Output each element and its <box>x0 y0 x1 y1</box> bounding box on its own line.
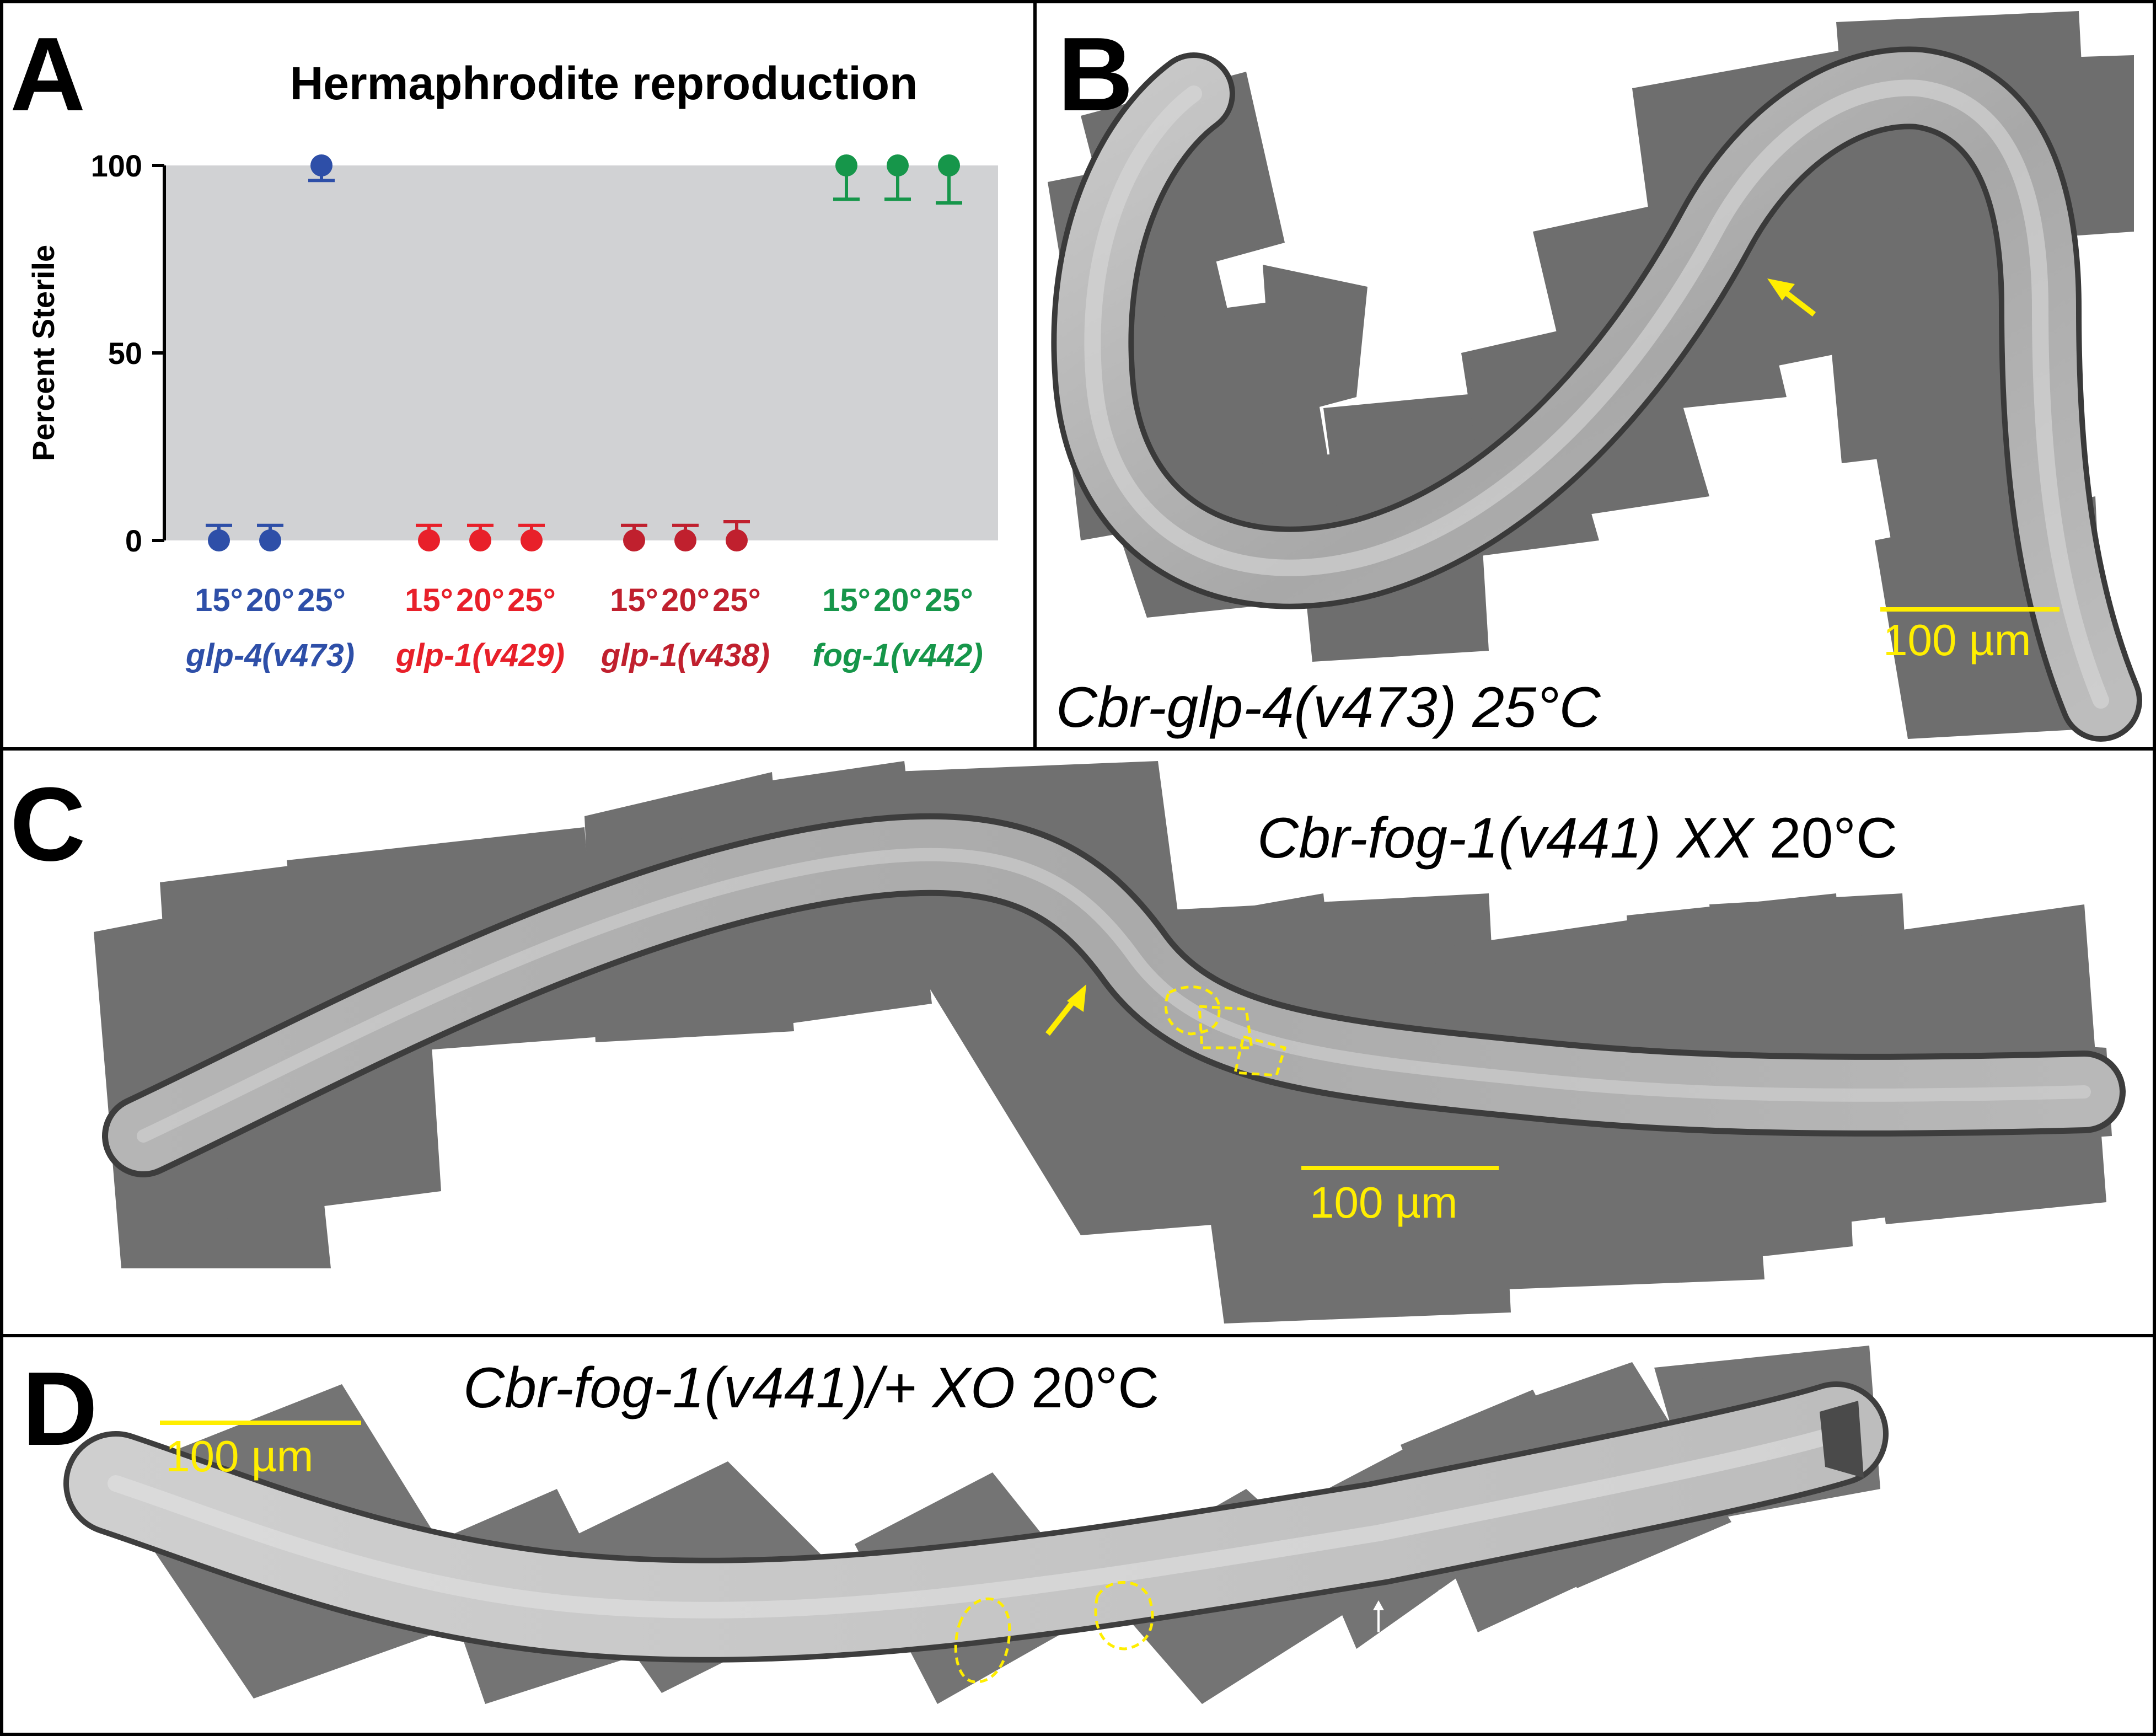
chart-title: Hermaphrodite reproduction <box>290 57 918 109</box>
panel-letter-c: C <box>10 766 85 883</box>
y-tick-label-50: 50 <box>108 336 142 371</box>
panel-c: 100 µm C Cbr-fog-1(v441) XX 20°C <box>10 761 2126 1324</box>
y-tick-label-100: 100 <box>91 148 142 183</box>
x-tick-label-glp-4-v473-20: 20° <box>246 582 294 618</box>
data-point-glp-4-v473-15 <box>208 529 230 551</box>
panel-a: A Hermaphrodite reproduction 0 50 100 Perc… <box>10 16 998 673</box>
caption-d-italic: Cbr-fog-1(v441)/+ XO <box>463 1356 1015 1420</box>
micrograph-c-worm <box>102 813 2126 1177</box>
panel-d: 100 µm D Cbr-fog-1(v441)/+ XO 20°C <box>22 1346 1889 1704</box>
arrow-b <box>1767 278 1816 317</box>
data-point-glp-1-v429-20 <box>469 529 491 551</box>
y-ticks: 0 50 100 <box>91 148 164 558</box>
caption-c: Cbr-fog-1(v441) XX 20°C <box>1257 806 1897 870</box>
data-point-glp-4-v473-20 <box>259 529 281 551</box>
micrograph-b-worm <box>1051 46 2142 742</box>
caption-c-plain: 20°C <box>1753 806 1897 870</box>
data-point-glp-1-v438-25 <box>726 529 748 551</box>
panel-letter-a: A <box>10 16 85 133</box>
x-tick-label-glp-1-v429-15: 15° <box>405 582 453 618</box>
group-labels: glp-4(v473) glp-1(v429) glp-1(v438) fog-1(v… <box>185 637 983 673</box>
x-tick-label-glp-4-v473-15: 15° <box>195 582 243 618</box>
x-tick-label-glp-1-v429-25: 25° <box>507 582 556 618</box>
micrograph-d-worm <box>63 1381 1889 1663</box>
group-label-glp-1-v429: glp-1(v429) <box>395 637 565 673</box>
caption-d: Cbr-fog-1(v441)/+ XO 20°C <box>463 1356 1159 1420</box>
cell-outlines-d <box>954 1580 1154 1684</box>
group-label-glp-1-v438: glp-1(v438) <box>600 637 770 673</box>
y-axis-label: Percent Sterile <box>26 245 61 461</box>
x-tick-label-glp-4-v473-25: 25° <box>297 582 346 618</box>
arrow-c <box>1045 984 1086 1036</box>
x-tick-label-fog-1-v442-20: 20° <box>873 582 922 618</box>
x-tick-label-glp-1-v429-20: 20° <box>456 582 505 618</box>
data-point-fog-1-v442-25 <box>938 154 960 176</box>
data-point-glp-1-v438-20 <box>674 529 696 551</box>
data-point-fog-1-v442-20 <box>887 154 909 176</box>
oocyte-outlines-c <box>1164 985 1287 1077</box>
chart-marks <box>206 154 962 551</box>
x-tick-labels: 15°20°25°15°20°25°15°20°25°15°20°25° <box>195 582 973 618</box>
x-tick-label-glp-1-v438-15: 15° <box>610 582 658 618</box>
panel-b: 100 µm B Cbr-glp-4(v473) 25°C <box>1048 11 2142 742</box>
data-point-glp-1-v438-15 <box>623 529 645 551</box>
caption-b: Cbr-glp-4(v473) 25°C <box>1056 676 1601 740</box>
data-point-glp-4-v473-25 <box>310 154 332 176</box>
male-tail-fan <box>1820 1401 1864 1478</box>
plot-area <box>164 165 998 540</box>
x-tick-label-fog-1-v442-15: 15° <box>822 582 871 618</box>
panel-letter-d: D <box>22 1351 98 1467</box>
x-tick-label-fog-1-v442-25: 25° <box>925 582 973 618</box>
data-point-glp-1-v429-15 <box>418 529 440 551</box>
panel-letter-b: B <box>1058 16 1133 133</box>
scale-label-b: 100 µm <box>1883 615 2031 665</box>
data-point-fog-1-v442-15 <box>835 154 857 176</box>
scale-label-c: 100 µm <box>1310 1178 1457 1227</box>
group-label-glp-4-v473: glp-4(v473) <box>185 637 355 673</box>
x-tick-label-glp-1-v438-20: 20° <box>661 582 710 618</box>
arrows-d <box>1373 1589 1445 1632</box>
y-tick-label-0: 0 <box>125 523 142 558</box>
caption-c-italic: Cbr-fog-1(v441) XX <box>1257 806 1755 870</box>
data-point-glp-1-v429-25 <box>521 529 543 551</box>
caption-d-plain: 20°C <box>1015 1356 1159 1420</box>
group-label-fog-1-v442: fog-1(v442) <box>812 637 983 673</box>
x-tick-label-glp-1-v438-25: 25° <box>712 582 761 618</box>
scale-label-d: 100 µm <box>165 1432 313 1481</box>
